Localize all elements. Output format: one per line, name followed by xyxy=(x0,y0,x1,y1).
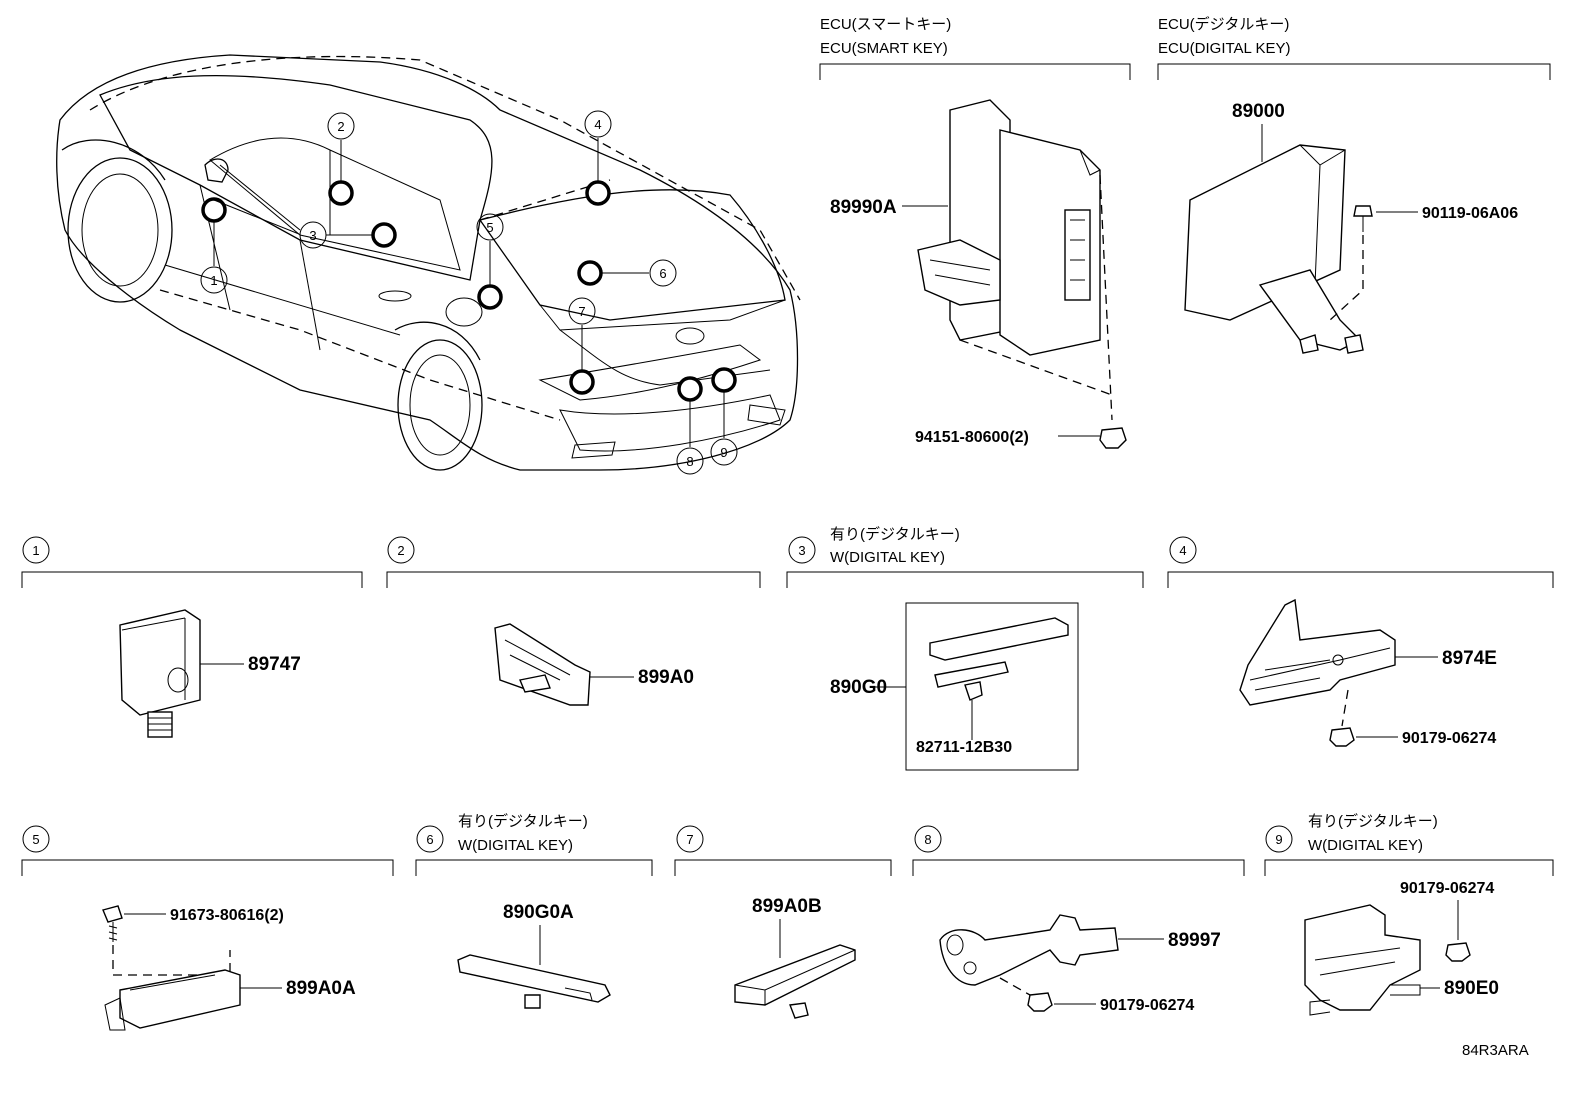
panel-5-num: 5 xyxy=(32,832,39,847)
location-marker-circles xyxy=(201,180,737,402)
panel-3-jp: 有り(デジタルキー) xyxy=(830,525,960,543)
diagram-code: 84R3ARA xyxy=(1462,1042,1529,1059)
callout-2: 2 xyxy=(337,119,344,134)
panel-3-num: 3 xyxy=(798,543,805,558)
part-89747: 89747 xyxy=(248,654,301,675)
bolt-94151: 94151-80600(2) xyxy=(915,429,1029,446)
panel-7: 7 899A0B xyxy=(674,825,892,1019)
panel-3: 有り(デジタルキー) W(DIGITAL KEY) 3 82711-12B30 … xyxy=(786,525,1144,771)
panel-9-en: W(DIGITAL KEY) xyxy=(1308,837,1423,854)
panel-9-jp: 有り(デジタルキー) xyxy=(1308,812,1438,830)
panel-1: 1 89747 xyxy=(21,536,363,738)
panel-4-num: 4 xyxy=(1179,543,1186,558)
panel-2-num: 2 xyxy=(397,543,404,558)
part-890G0: 890G0 xyxy=(830,677,887,698)
car-illustration xyxy=(56,54,801,471)
ecu-digital-jp: ECU(デジタルキー) xyxy=(1158,15,1289,33)
part-8974E: 8974E xyxy=(1442,648,1497,669)
marker-7-spot xyxy=(569,369,595,395)
ecu-digital-en: ECU(DIGITAL KEY) xyxy=(1158,40,1291,57)
panel-5: 5 91673-80616(2) 899A0A xyxy=(21,825,394,1031)
ecu-smart-en: ECU(SMART KEY) xyxy=(820,40,948,57)
bolt-91673: 91673-80616(2) xyxy=(170,907,284,924)
panel-9-num: 9 xyxy=(1275,832,1282,847)
part-890E0: 890E0 xyxy=(1444,978,1499,999)
callout-3: 3 xyxy=(309,228,316,243)
panel-6-en: W(DIGITAL KEY) xyxy=(458,837,573,854)
marker-1-spot xyxy=(201,197,227,223)
part-89990A: 89990A xyxy=(830,197,897,218)
marker-6-spot xyxy=(577,260,603,286)
ecu-smart-key-section: ECU(スマートキー) ECU(SMART KEY) 89990A 94151-… xyxy=(819,16,1131,449)
part-899A0A: 899A0A xyxy=(286,978,356,999)
callout-7: 7 xyxy=(578,304,585,319)
panel-9: 有り(デジタルキー) W(DIGITAL KEY) 9 90179-06274 … xyxy=(1264,812,1554,1016)
ecu-smart-jp: ECU(スマートキー) xyxy=(820,16,951,33)
panel-6-num: 6 xyxy=(426,832,433,847)
panel-6: 有り(デジタルキー) W(DIGITAL KEY) 6 890G0A xyxy=(415,812,653,1009)
bolt-90179-p9: 90179-06274 xyxy=(1400,880,1494,897)
part-899A0: 899A0 xyxy=(638,667,694,688)
part-82711: 82711-12B30 xyxy=(916,739,1012,756)
part-899A0B: 899A0B xyxy=(752,896,822,917)
callout-6: 6 xyxy=(659,266,666,281)
panel-3-en: W(DIGITAL KEY) xyxy=(830,549,945,566)
callout-9: 9 xyxy=(720,445,727,460)
marker-5-spot xyxy=(477,284,503,310)
callout-8: 8 xyxy=(686,454,693,469)
part-890G0A: 890G0A xyxy=(503,902,574,923)
marker-2-spot xyxy=(328,180,354,206)
panel-1-num: 1 xyxy=(32,543,39,558)
ecu-digital-key-section: ECU(デジタルキー) ECU(DIGITAL KEY) 89000 90119… xyxy=(1157,15,1551,354)
callout-5: 5 xyxy=(486,220,493,235)
part-89000: 89000 xyxy=(1232,101,1285,122)
callout-1: 1 xyxy=(210,273,217,288)
part-89997: 89997 xyxy=(1168,930,1221,951)
panel-8-num: 8 xyxy=(924,832,931,847)
bolt-90179-p8: 90179-06274 xyxy=(1100,997,1194,1014)
panel-2: 2 899A0 xyxy=(386,536,761,706)
bolt-90119: 90119-06A06 xyxy=(1422,205,1518,222)
panel-7-num: 7 xyxy=(686,832,693,847)
panel-8: 8 89997 90179-06274 xyxy=(912,825,1245,1014)
car-callouts: 1 2 3 4 5 6 7 8 9 xyxy=(200,110,738,475)
marker-4-spot xyxy=(585,180,611,206)
bolt-90179-p4: 90179-06274 xyxy=(1402,730,1496,747)
marker-9-spot xyxy=(711,367,737,393)
panel-6-jp: 有り(デジタルキー) xyxy=(458,812,588,830)
marker-3-spot xyxy=(371,222,397,248)
marker-8-spot xyxy=(677,376,703,402)
panel-4: 4 8974E 90179-06274 xyxy=(1167,536,1554,747)
callout-4: 4 xyxy=(594,117,601,132)
